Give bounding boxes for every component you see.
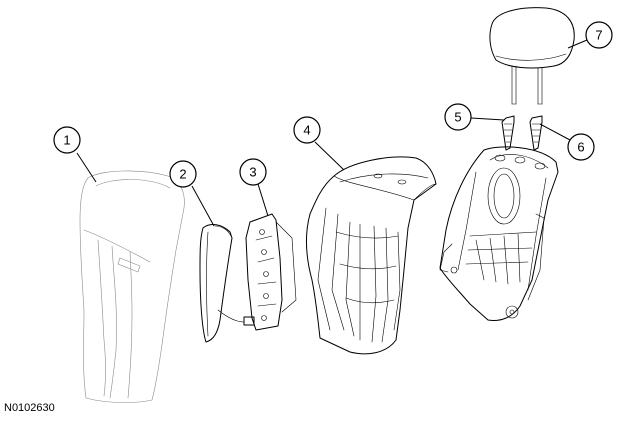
part-3-bracket xyxy=(245,213,297,331)
callout-1: 1 xyxy=(53,126,97,183)
callout-2: 2 xyxy=(169,160,215,227)
callout-label-4: 4 xyxy=(303,123,310,138)
callout-7: 7 xyxy=(567,21,613,49)
part-1-seat-back-cover xyxy=(79,170,185,403)
part-5-headrest-guide xyxy=(501,115,515,151)
part-7-headrest xyxy=(489,7,575,105)
part-2-side-airbag-module xyxy=(199,224,255,343)
callout-label-7: 7 xyxy=(595,28,602,43)
part-6-headrest-guide xyxy=(529,115,543,151)
callout-3: 3 xyxy=(239,158,269,217)
callout-label-5: 5 xyxy=(454,110,461,125)
callout-label-1: 1 xyxy=(63,133,70,148)
callout-label-3: 3 xyxy=(249,165,256,180)
callout-6: 6 xyxy=(539,123,595,161)
callout-label-2: 2 xyxy=(179,167,186,182)
seat-back-frame xyxy=(439,146,559,321)
figure-id: N0102630 xyxy=(4,402,55,414)
callout-label-6: 6 xyxy=(577,140,584,155)
callout-5: 5 xyxy=(444,103,505,131)
callout-4: 4 xyxy=(293,116,345,171)
part-4-seat-back-pad xyxy=(305,156,437,355)
